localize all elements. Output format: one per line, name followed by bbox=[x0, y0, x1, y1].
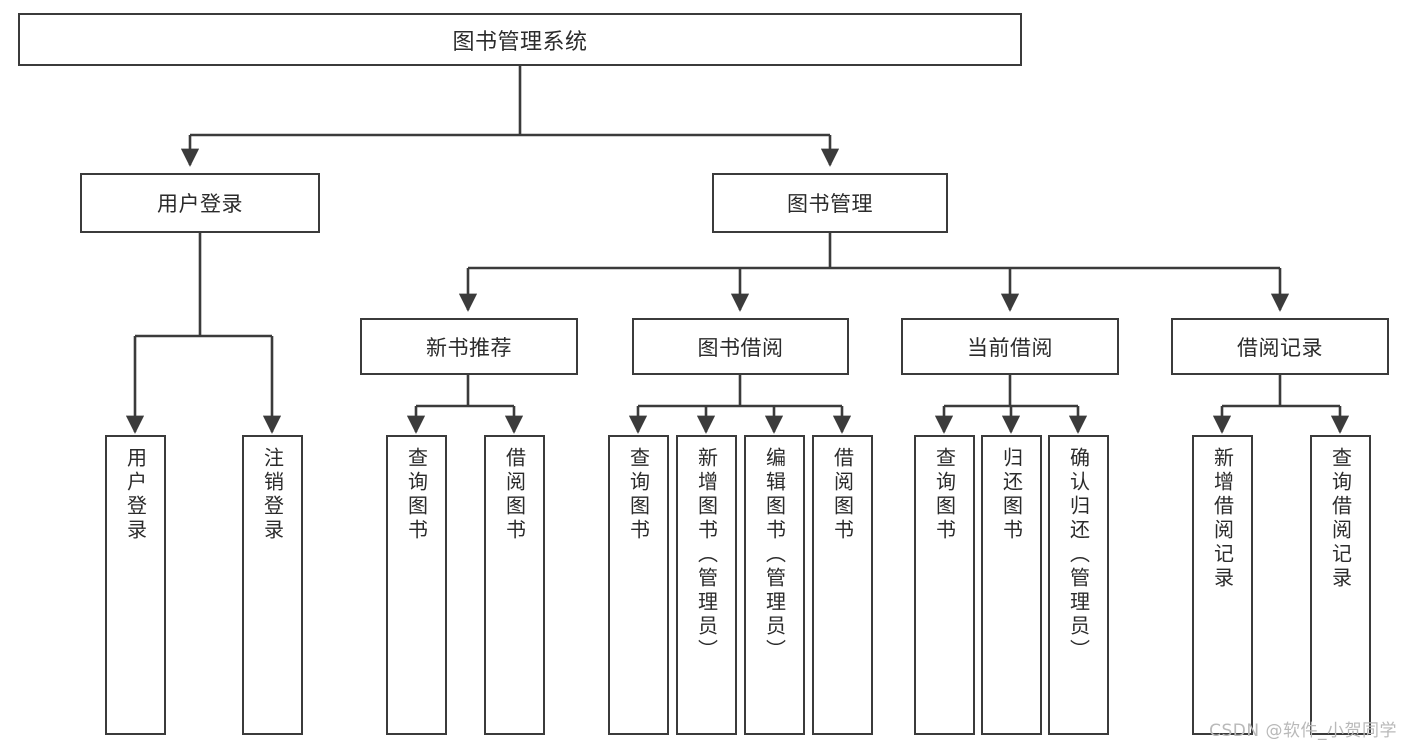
node-query-borrow-record[interactable]: 查询借阅记录 bbox=[1310, 435, 1371, 735]
node-book-management-label: 图书管理 bbox=[787, 192, 873, 216]
node-user-login-leaf-label: 用户登录 bbox=[123, 447, 148, 543]
node-query-book-1[interactable]: 查询图书 bbox=[386, 435, 447, 735]
node-query-book-2-label: 查询图书 bbox=[626, 447, 651, 543]
node-edit-book-admin-label: 编辑图书（管理员） bbox=[762, 447, 787, 663]
node-edit-book-admin[interactable]: 编辑图书（管理员） bbox=[744, 435, 805, 735]
node-book-borrow[interactable]: 图书借阅 bbox=[632, 318, 849, 375]
node-query-book-1-label: 查询图书 bbox=[404, 447, 429, 543]
node-new-book-recommend[interactable]: 新书推荐 bbox=[360, 318, 578, 375]
node-return-book[interactable]: 归还图书 bbox=[981, 435, 1042, 735]
node-current-borrow[interactable]: 当前借阅 bbox=[901, 318, 1119, 375]
node-logout-leaf[interactable]: 注销登录 bbox=[242, 435, 303, 735]
node-borrow-book-2[interactable]: 借阅图书 bbox=[812, 435, 873, 735]
node-add-borrow-record[interactable]: 新增借阅记录 bbox=[1192, 435, 1253, 735]
node-borrow-book-2-label: 借阅图书 bbox=[830, 447, 855, 543]
node-root[interactable]: 图书管理系统 bbox=[18, 13, 1022, 66]
node-add-book-admin-label: 新增图书（管理员） bbox=[694, 447, 719, 663]
watermark: CSDN @软件_小贺同学 bbox=[1209, 721, 1397, 741]
node-borrow-book-1-label: 借阅图书 bbox=[502, 447, 527, 543]
node-new-book-recommend-label: 新书推荐 bbox=[426, 335, 512, 360]
node-logout-leaf-label: 注销登录 bbox=[260, 447, 285, 543]
node-user-login[interactable]: 用户登录 bbox=[80, 173, 320, 233]
node-borrow-record-label: 借阅记录 bbox=[1237, 335, 1323, 360]
node-root-label: 图书管理系统 bbox=[452, 29, 588, 55]
node-user-login-leaf[interactable]: 用户登录 bbox=[105, 435, 166, 735]
node-query-book-3[interactable]: 查询图书 bbox=[914, 435, 975, 735]
node-query-borrow-record-label: 查询借阅记录 bbox=[1328, 447, 1353, 591]
node-user-login-label: 用户登录 bbox=[157, 192, 243, 216]
node-query-book-2[interactable]: 查询图书 bbox=[608, 435, 669, 735]
node-add-borrow-record-label: 新增借阅记录 bbox=[1210, 447, 1235, 591]
node-query-book-3-label: 查询图书 bbox=[932, 447, 957, 543]
node-add-book-admin[interactable]: 新增图书（管理员） bbox=[676, 435, 737, 735]
node-return-book-label: 归还图书 bbox=[999, 447, 1024, 543]
node-confirm-return-admin-label: 确认归还（管理员） bbox=[1066, 447, 1091, 663]
node-book-borrow-label: 图书借阅 bbox=[697, 335, 784, 360]
node-confirm-return-admin[interactable]: 确认归还（管理员） bbox=[1048, 435, 1109, 735]
node-current-borrow-label: 当前借阅 bbox=[967, 335, 1053, 360]
node-borrow-book-1[interactable]: 借阅图书 bbox=[484, 435, 545, 735]
node-borrow-record[interactable]: 借阅记录 bbox=[1171, 318, 1389, 375]
node-book-management[interactable]: 图书管理 bbox=[712, 173, 948, 233]
